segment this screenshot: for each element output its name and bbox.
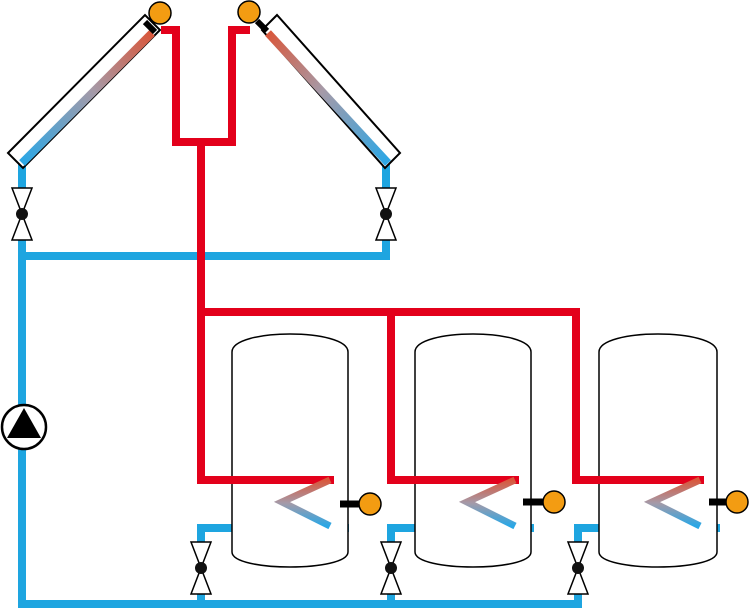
hot-pipe-main-down — [197, 138, 334, 484]
heat-exchanger-coil-icon — [273, 476, 332, 530]
temperature-sensor-icon — [358, 492, 382, 516]
valve-icon — [374, 187, 398, 241]
circulation-pump — [0, 403, 48, 451]
valve-right-collector — [374, 187, 398, 241]
cold-pipe-main-lower — [18, 448, 582, 608]
left-collector-sensor-stem — [142, 19, 158, 35]
heat-exchanger-coil-icon — [643, 476, 702, 530]
left-collector — [6, 1, 172, 170]
hot-supply-pipes — [161, 26, 704, 484]
heat-exchanger-coils — [273, 476, 702, 530]
valve-icon — [379, 541, 403, 595]
valve-icon — [189, 541, 213, 595]
valve-icon — [10, 187, 34, 241]
left-collector-absorber — [19, 30, 155, 166]
temperature-sensor-icon — [237, 0, 261, 24]
tank-3 — [598, 333, 718, 568]
hot-pipe-collector-link — [161, 26, 250, 146]
storage-tanks — [231, 333, 718, 568]
valve-left-collector — [10, 187, 34, 241]
tank-sensors — [340, 490, 749, 516]
right-collector — [237, 0, 402, 170]
temperature-sensor-icon — [148, 1, 172, 25]
heat-exchanger-coil-icon — [458, 476, 517, 530]
tank-2 — [414, 333, 532, 568]
temperature-sensor-icon — [725, 490, 749, 514]
right-collector-sensor-stem — [254, 18, 270, 34]
hot-pipe-tank-2 — [387, 308, 519, 484]
valve-tank-3 — [566, 541, 590, 595]
temperature-sensor-icon — [542, 490, 566, 514]
right-collector-absorber — [265, 30, 391, 166]
valve-tank-2 — [379, 541, 403, 595]
valve-tank-1 — [189, 541, 213, 595]
tank-1 — [231, 333, 349, 568]
pump-direction-arrow — [7, 408, 41, 438]
valve-icon — [566, 541, 590, 595]
